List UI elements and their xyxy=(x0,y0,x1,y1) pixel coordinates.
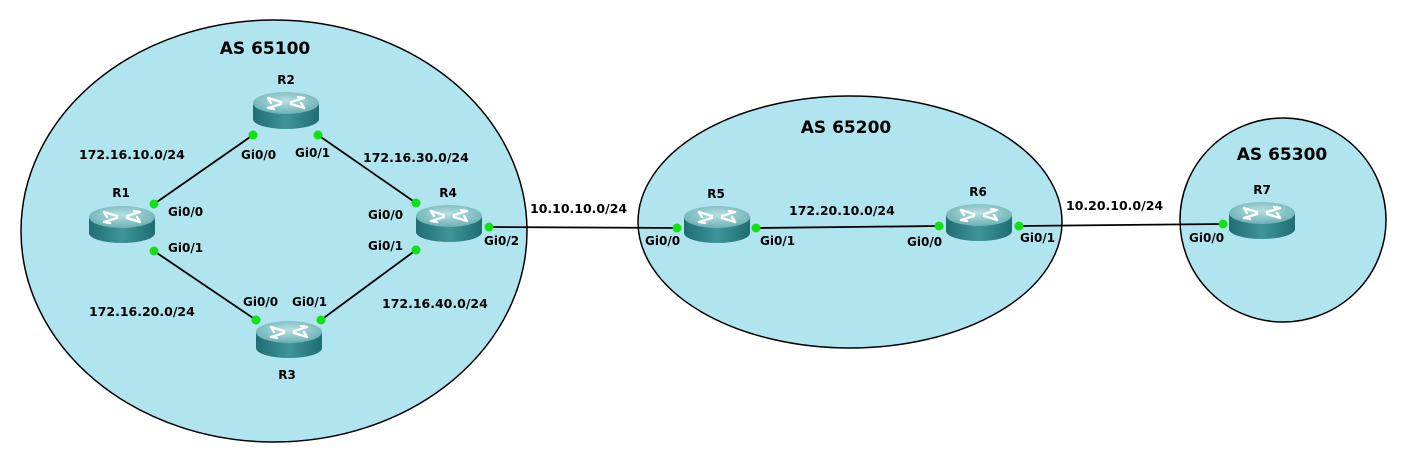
if-label-r6-gi0-1: Gi0/1 xyxy=(1020,231,1055,245)
as-65200-label: AS 65200 xyxy=(801,118,892,138)
port-r4-gi0-0[interactable] xyxy=(411,198,421,208)
router-r5[interactable]: R5 xyxy=(682,187,752,245)
if-label-r2-gi0-1: Gi0/1 xyxy=(295,146,330,160)
link-r3-r4[interactable] xyxy=(320,249,417,321)
as-65100-area: AS 65100 xyxy=(20,19,528,443)
if-label-r3-gi0-1: Gi0/1 xyxy=(292,295,327,309)
port-r5-gi0-0[interactable] xyxy=(672,223,682,233)
port-r2-gi0-1[interactable] xyxy=(313,130,323,140)
network-label-r4-r5: 10.10.10.0/24 xyxy=(530,201,627,216)
port-r3-gi0-0[interactable] xyxy=(251,315,261,325)
network-label-r5-r6: 172.20.10.0/24 xyxy=(789,203,895,218)
port-r7-gi0-0[interactable] xyxy=(1218,219,1228,229)
as-65200-area: AS 65200 xyxy=(637,95,1063,349)
router-icon xyxy=(251,90,321,131)
router-r6[interactable]: R6 xyxy=(944,185,1014,243)
router-r1-label: R1 xyxy=(112,186,130,200)
if-label-r4-gi0-0: Gi0/0 xyxy=(368,208,403,222)
port-r2-gi0-0[interactable] xyxy=(248,130,258,140)
network-label-r6-r7: 10.20.10.0/24 xyxy=(1066,198,1163,213)
router-icon xyxy=(87,204,157,245)
as-65300-label: AS 65300 xyxy=(1237,145,1328,165)
router-r7[interactable]: R7 xyxy=(1227,183,1297,241)
if-label-r4-gi0-1: Gi0/1 xyxy=(368,239,403,253)
link-r5-r6[interactable] xyxy=(755,225,940,229)
router-r3[interactable]: R3 xyxy=(254,319,324,382)
if-label-r6-gi0-0: Gi0/0 xyxy=(907,235,942,249)
links xyxy=(153,134,1224,321)
router-r2[interactable]: R2 xyxy=(251,73,321,131)
if-label-r4-gi0-2: Gi0/2 xyxy=(484,234,519,248)
as-65100-boundary xyxy=(20,19,528,443)
interface-labels: Gi0/0 Gi0/1 Gi0/0 Gi0/1 Gi0/0 Gi0/1 Gi0/… xyxy=(168,146,1224,309)
router-r4[interactable]: R4 xyxy=(414,186,484,244)
port-r3-gi0-1[interactable] xyxy=(316,315,326,325)
router-icon xyxy=(1227,200,1297,241)
link-r2-r4[interactable] xyxy=(317,134,417,204)
as-65200-boundary xyxy=(637,95,1063,349)
port-r6-gi0-0[interactable] xyxy=(934,221,944,231)
router-r5-label: R5 xyxy=(707,187,725,201)
router-icon xyxy=(682,204,752,245)
network-labels: 172.16.10.0/24 172.16.20.0/24 172.16.30.… xyxy=(79,147,1163,319)
router-r3-label: R3 xyxy=(278,368,296,382)
if-label-r7-gi0-0: Gi0/0 xyxy=(1189,231,1224,245)
port-r6-gi0-1[interactable] xyxy=(1014,221,1024,231)
router-r6-label: R6 xyxy=(969,185,987,199)
interface-ports xyxy=(149,130,1228,325)
link-r6-r7[interactable] xyxy=(1018,223,1224,227)
port-r1-gi0-0[interactable] xyxy=(149,199,159,209)
router-icon xyxy=(254,319,324,360)
link-r4-r5[interactable] xyxy=(488,226,678,229)
router-r4-label: R4 xyxy=(439,186,457,200)
link-r1-r3[interactable] xyxy=(153,250,257,321)
if-label-r1-gi0-0: Gi0/0 xyxy=(168,205,203,219)
port-r5-gi0-1[interactable] xyxy=(751,223,761,233)
router-icon xyxy=(944,202,1014,243)
link-r1-r2[interactable] xyxy=(153,134,254,205)
router-r2-label: R2 xyxy=(277,73,295,87)
if-label-r5-gi0-1: Gi0/1 xyxy=(760,234,795,248)
if-label-r3-gi0-0: Gi0/0 xyxy=(243,295,278,309)
network-label-r1-r2: 172.16.10.0/24 xyxy=(79,147,185,162)
port-r4-gi0-2[interactable] xyxy=(484,222,494,232)
port-r4-gi0-1[interactable] xyxy=(411,245,421,255)
port-r1-gi0-1[interactable] xyxy=(149,246,159,256)
router-icon xyxy=(414,203,484,244)
if-label-r2-gi0-0: Gi0/0 xyxy=(241,148,276,162)
if-label-r1-gi0-1: Gi0/1 xyxy=(168,241,203,255)
network-label-r1-r3: 172.16.20.0/24 xyxy=(89,304,195,319)
network-label-r2-r4: 172.16.30.0/24 xyxy=(363,150,469,165)
if-label-r5-gi0-0: Gi0/0 xyxy=(645,234,680,248)
router-r7-label: R7 xyxy=(1253,183,1271,197)
router-r1[interactable]: R1 xyxy=(87,186,157,245)
as-65100-label: AS 65100 xyxy=(220,39,311,59)
network-label-r3-r4: 172.16.40.0/24 xyxy=(382,296,488,311)
